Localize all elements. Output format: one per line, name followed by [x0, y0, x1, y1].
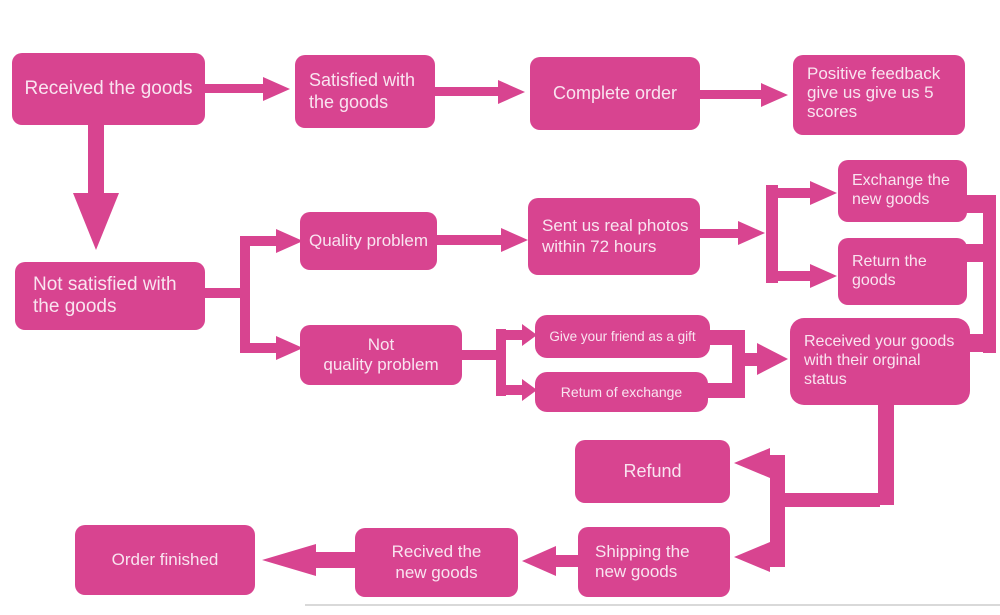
edge-received-to-notsatisfied-shaft — [88, 125, 104, 193]
arrow-right-icon — [810, 264, 837, 288]
edge-original-left-shaft — [778, 493, 880, 507]
edge-merge-into-original-stub — [966, 334, 996, 352]
node-received-the-goods: Received the goods — [12, 53, 205, 125]
edge-complete-to-positive-shaft — [700, 90, 761, 99]
edge-recived-to-finished-shaft — [316, 552, 355, 568]
edge-satisfied-to-complete-shaft — [435, 87, 498, 96]
arrow-right-icon — [276, 336, 303, 360]
edge-gift-merge-rail — [732, 330, 745, 398]
edge-shipping-to-recived-shaft — [556, 555, 578, 567]
node-return-the-goods: Return the goods — [838, 238, 967, 305]
edge-received-to-satisfied-shaft — [205, 84, 263, 93]
edge-right-merge-rail — [983, 195, 996, 353]
bottom-edge-line — [305, 604, 1000, 606]
arrow-right-icon — [501, 228, 528, 252]
node-not-quality-problem: Not quality problem — [300, 325, 462, 385]
arrow-right-icon — [738, 221, 765, 245]
node-quality-problem: Quality problem — [300, 212, 437, 270]
edge-returnexchange-merge-stub — [704, 383, 734, 398]
arrow-right-icon — [522, 379, 537, 401]
node-positive-feedback: Positive feedback give us give us 5 scor… — [793, 55, 965, 135]
arrow-right-icon — [757, 343, 788, 375]
edge-returngoods-merge-stub — [964, 244, 996, 262]
edge-notsatisfied-branch-stub — [205, 288, 250, 298]
arrow-right-icon — [276, 229, 303, 253]
arrow-left-icon — [734, 542, 770, 572]
arrow-left-icon — [262, 544, 316, 576]
node-received-original-status: Received your goods with their orginal s… — [790, 318, 970, 405]
arrow-right-icon — [498, 80, 525, 104]
edge-merge-to-original-shaft — [745, 353, 758, 366]
node-recived-the-new-goods: Recived the new goods — [355, 528, 518, 597]
arrow-left-icon — [734, 448, 770, 478]
edge-notquality-branch-rail — [496, 329, 506, 396]
node-exchange-the-new-goods: Exchange the new goods — [838, 160, 967, 222]
edge-sentphotos-branch-shaft — [700, 229, 738, 238]
node-shipping-the-new-goods: Shipping the new goods — [578, 527, 730, 597]
node-sent-us-real-photos: Sent us real photos within 72 hours — [528, 198, 700, 275]
edge-to-exchange-shaft — [778, 188, 810, 198]
node-order-finished: Order finished — [75, 525, 255, 595]
edge-to-quality-shaft — [250, 236, 276, 246]
node-satisfied-with-goods: Satisfied with the goods — [295, 55, 435, 128]
edge-to-returngoods-shaft — [778, 271, 810, 281]
arrow-down-icon — [73, 193, 119, 250]
arrow-right-icon — [522, 324, 537, 346]
edge-notquality-branch-stub — [462, 350, 506, 360]
node-not-satisfied-with-goods: Not satisfied with the goods — [15, 262, 205, 330]
edge-to-notquality-shaft — [250, 343, 276, 353]
arrow-left-icon — [522, 546, 556, 576]
node-give-friend-as-gift: Give your friend as a gift — [535, 315, 710, 358]
node-refund: Refund — [575, 440, 730, 503]
edge-gift-merge-stub — [706, 330, 734, 345]
node-complete-order: Complete order — [530, 57, 700, 130]
edge-sentphotos-branch-rail — [766, 185, 778, 283]
edge-original-down-shaft — [878, 405, 894, 505]
edge-to-gift-shaft — [506, 330, 522, 340]
edge-notsatisfied-branch-rail — [240, 236, 250, 353]
arrow-right-icon — [263, 77, 290, 101]
node-return-of-exchange: Retum of exchange — [535, 372, 708, 412]
edge-quality-to-sentphotos-shaft — [437, 235, 501, 245]
edge-refund-shipping-rail — [770, 455, 785, 567]
arrow-right-icon — [761, 83, 788, 107]
arrow-right-icon — [810, 181, 837, 205]
edge-to-returnexchange-shaft — [506, 385, 522, 395]
